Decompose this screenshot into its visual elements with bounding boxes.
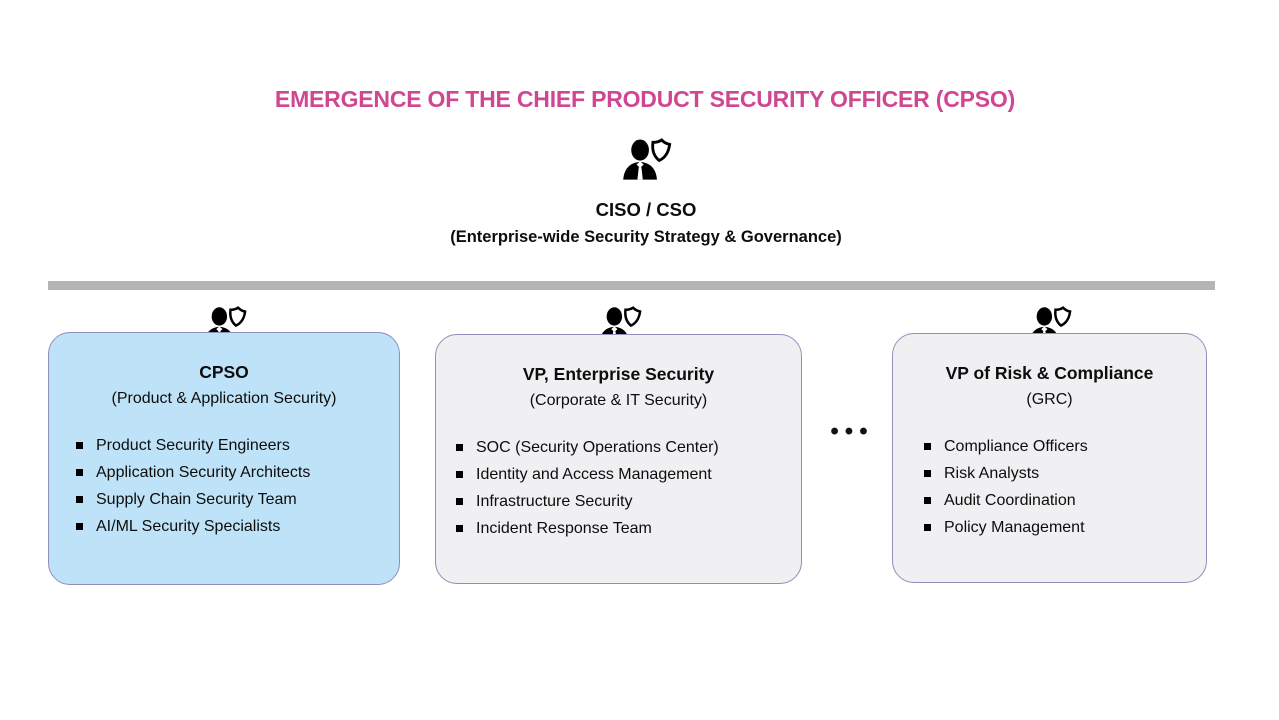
- list-item: Incident Response Team: [456, 515, 801, 542]
- list-item: Risk Analysts: [924, 460, 1206, 487]
- dept-box-cpso: CPSO (Product & Application Security) Pr…: [48, 332, 400, 585]
- list-item: Audit Coordination: [924, 487, 1206, 514]
- square-bullet-icon: [924, 497, 931, 504]
- dept-box-subtitle: (Product & Application Security): [111, 390, 337, 407]
- dept-box-subtitle: (Corporate & IT Security): [529, 392, 708, 409]
- list-item: AI/ML Security Specialists: [76, 513, 399, 540]
- dept-box-title: VP, Enterprise Security: [522, 364, 715, 384]
- list-item-label: SOC (Security Operations Center): [476, 439, 719, 456]
- square-bullet-icon: [76, 442, 83, 449]
- dept-box-subtitle: (GRC): [1026, 391, 1073, 408]
- dept-box-enterprise-security: VP, Enterprise Security (Corporate & IT …: [435, 334, 802, 584]
- dept-box-risk-compliance: VP of Risk & Compliance (GRC) Compliance…: [892, 333, 1207, 583]
- hierarchy-divider-bar: [48, 281, 1215, 290]
- list-item-label: Audit Coordination: [944, 492, 1076, 509]
- square-bullet-icon: [456, 498, 463, 505]
- list-item-label: Risk Analysts: [944, 465, 1040, 482]
- person-shield-icon: [619, 136, 673, 191]
- list-item-label: Product Security Engineers: [96, 437, 290, 454]
- square-bullet-icon: [456, 525, 463, 532]
- dept-box-list: SOC (Security Operations Center) Identit…: [436, 434, 801, 542]
- list-item-label: Incident Response Team: [476, 520, 652, 537]
- square-bullet-icon: [924, 443, 931, 450]
- list-item: Policy Management: [924, 514, 1206, 541]
- square-bullet-icon: [76, 496, 83, 503]
- list-item-label: Policy Management: [944, 519, 1085, 536]
- square-bullet-icon: [456, 444, 463, 451]
- list-item: Infrastructure Security: [456, 488, 801, 515]
- square-bullet-icon: [456, 471, 463, 478]
- square-bullet-icon: [924, 470, 931, 477]
- list-item-label: Supply Chain Security Team: [96, 491, 297, 508]
- list-item-label: Application Security Architects: [96, 464, 311, 481]
- dept-box-list: Product Security Engineers Application S…: [49, 432, 399, 540]
- dept-box-title: VP of Risk & Compliance: [945, 363, 1154, 383]
- page-title: EMERGENCE OF THE CHIEF PRODUCT SECURITY …: [274, 86, 1016, 112]
- square-bullet-icon: [76, 469, 83, 476]
- more-departments-ellipsis: •••: [830, 418, 874, 445]
- root-node-ciso: CISO / CSO (Enterprise-wide Security Str…: [0, 136, 1279, 247]
- root-node-title: CISO / CSO: [595, 199, 697, 220]
- list-item-label: Infrastructure Security: [476, 493, 633, 510]
- list-item: Compliance Officers: [924, 433, 1206, 460]
- square-bullet-icon: [76, 523, 83, 530]
- dept-box-title: CPSO: [199, 362, 249, 382]
- list-item-label: AI/ML Security Specialists: [96, 518, 281, 535]
- square-bullet-icon: [924, 524, 931, 531]
- list-item-label: Compliance Officers: [944, 438, 1088, 455]
- list-item: Product Security Engineers: [76, 432, 399, 459]
- root-node-subtitle: (Enterprise-wide Security Strategy & Gov…: [450, 228, 842, 246]
- dept-box-list: Compliance Officers Risk Analysts Audit …: [893, 433, 1206, 541]
- list-item: Supply Chain Security Team: [76, 486, 399, 513]
- list-item: Application Security Architects: [76, 459, 399, 486]
- list-item-label: Identity and Access Management: [476, 466, 712, 483]
- list-item: SOC (Security Operations Center): [456, 434, 801, 461]
- list-item: Identity and Access Management: [456, 461, 801, 488]
